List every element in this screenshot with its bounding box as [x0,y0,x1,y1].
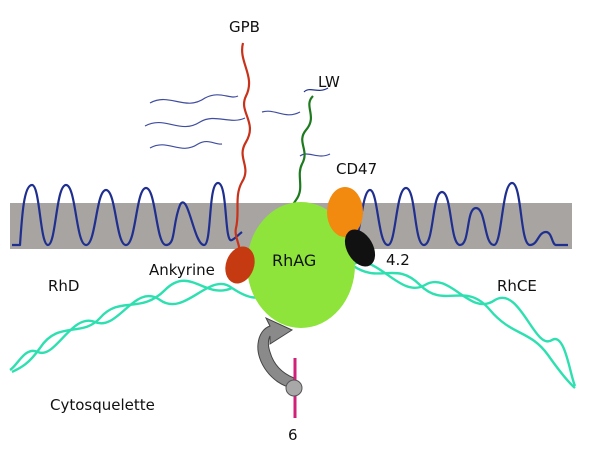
label-lw: LW [318,73,340,91]
label-ankyrine: Ankyrine [149,261,215,279]
ankyrine-protein [225,246,255,284]
cd47-protein [327,187,363,237]
label-rhce: RhCE [497,277,537,295]
label-cytosquelette: Cytosquelette [50,396,155,414]
rhce-protein-loops [353,181,568,247]
cytoskeleton-strand-left-a [11,279,233,374]
gpb-chain [234,42,252,255]
lw-chain [289,95,314,211]
rhd-protein-loops [12,181,243,247]
cytoskeleton-strand-right-a [351,264,576,389]
label-six: 6 [288,426,298,444]
rhag-protein [247,202,355,328]
cytoskeleton [9,261,577,389]
glycan-line-5 [299,153,331,157]
protein-4-2 [344,229,376,267]
cytoskeleton-strand-right-b [351,261,577,387]
lw-branch [303,87,329,93]
cytoskeleton-strand-left-b [9,282,233,372]
curved-arrow-icon [257,316,295,389]
glycan-line-2 [144,117,246,128]
label-protein-4-2: 4.2 [386,251,410,269]
glycan-line-4 [261,110,301,116]
label-rhd: RhD [48,277,80,295]
label-rhag: RhAG [272,251,317,270]
glycan-line-3 [149,141,223,149]
glycan-line-1 [149,94,239,104]
marker-circle [285,379,303,397]
label-cd47: CD47 [336,160,378,178]
label-gpb: GPB [229,18,260,36]
